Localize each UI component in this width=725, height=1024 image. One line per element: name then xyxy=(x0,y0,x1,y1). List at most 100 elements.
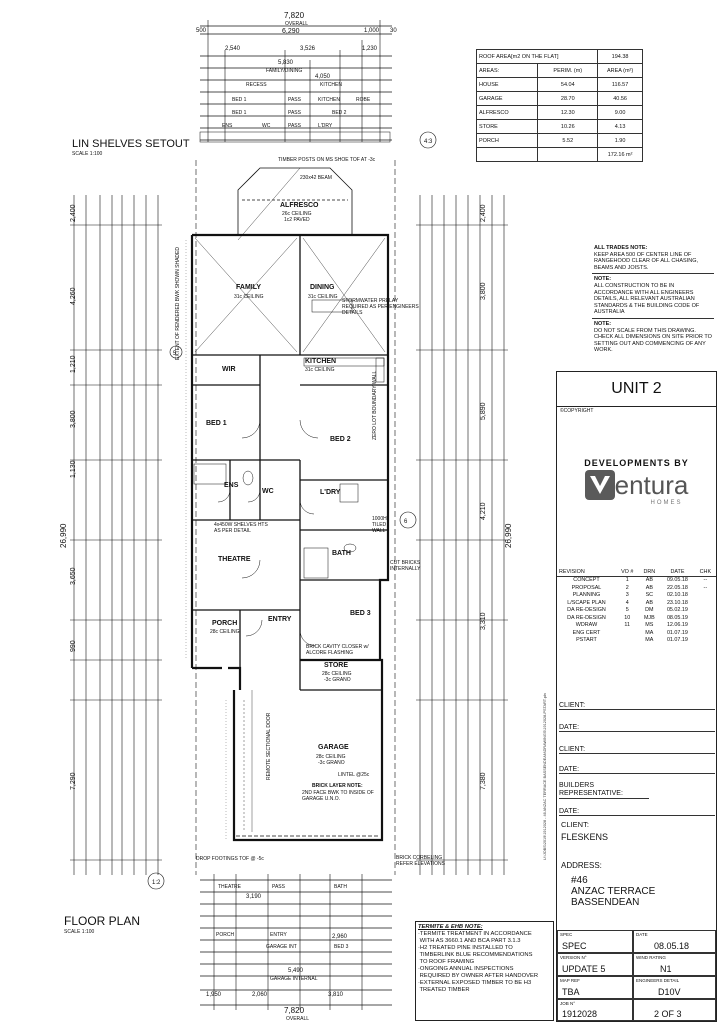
room-ens: ENS xyxy=(224,482,239,489)
revision-cell: AB xyxy=(645,599,653,606)
termite-note: TERMITE & EHB NOTE: ·TERMITE TREATMENT I… xyxy=(415,921,554,1021)
annotation-stormwater: STORMWATER PRELAY REQUIRED AS PER ENGINE… xyxy=(342,298,419,316)
room-alfresco-paved: 1c2 PAVED xyxy=(284,217,310,223)
top-pass-2: PASS xyxy=(288,110,301,116)
room-store-floor: -3c GRANO xyxy=(324,677,351,683)
revision-cell xyxy=(695,592,716,600)
annotation-timber-posts: TIMBER POSTS ON MS SHOE TOF AT -3c xyxy=(278,157,376,163)
revision-cell: WDRAW xyxy=(575,622,598,629)
top-bed1-2: BED 1 xyxy=(232,110,247,116)
top-bed2: BED 2 xyxy=(332,110,347,116)
revision-cell: -- xyxy=(703,584,708,591)
rev-header: DATE xyxy=(670,568,685,575)
area-value: 9.00 xyxy=(597,105,643,120)
revision-cell xyxy=(695,637,716,645)
right-dim-0: 2,400 xyxy=(480,204,487,222)
annotation-beam: 230x42 BEAM xyxy=(300,175,332,181)
client-label: CLIENT: xyxy=(559,702,586,709)
area-perim: 5.52 xyxy=(537,133,599,148)
area-name: PORCH xyxy=(475,133,539,148)
bottom-bath: BATH xyxy=(334,884,347,890)
address-line-2: ANZAC TERRACE xyxy=(571,886,656,897)
lin-shelves-scale: SCALE 1:100 xyxy=(72,151,103,157)
area-name: HOUSE xyxy=(475,77,539,92)
revision-cell: 4 xyxy=(625,599,629,606)
revision-cell xyxy=(616,637,639,645)
top-right-dim-a: 1,000 xyxy=(364,28,380,34)
top-ens: ENS xyxy=(222,123,233,129)
section-marker-b: 6 xyxy=(404,519,408,525)
annotation-shelves: 4x450W SHELVES HTS AS PER DETAIL xyxy=(214,522,268,534)
top-row3-dim: 4,050 xyxy=(315,74,331,80)
date-cell-label: DATE xyxy=(636,932,648,937)
room-store-ceiling: 28c CEILING xyxy=(322,671,352,677)
floor-plan-title: FLOOR PLAN xyxy=(64,914,141,928)
revision-cell: -- xyxy=(703,577,708,584)
room-entry: ENTRY xyxy=(268,616,292,623)
room-bed3: BED 3 xyxy=(350,610,371,617)
bottom-garage-int: GARAGE INT xyxy=(266,944,297,950)
area-perim: 28.70 xyxy=(537,91,599,106)
revision-cell: CONCEPT xyxy=(573,577,600,584)
annotation-cut-bricks: CUT BRICKS INTERNALLY xyxy=(390,560,421,572)
room-wir: WIR xyxy=(222,366,236,373)
right-dim-1: 3,800 xyxy=(480,282,487,300)
top-overall-label: OVERALL xyxy=(285,21,309,27)
room-porch: PORCH xyxy=(212,620,238,627)
title-block: UNIT 2 ©COPYRIGHT DEVELOPMENTS BY entura… xyxy=(556,371,717,1022)
left-dim-0: 2,400 xyxy=(70,204,77,222)
table-row: PORCH 5.52 1.90 xyxy=(475,133,643,148)
revision-cell: MS xyxy=(645,622,654,629)
floor-plan-scale: SCALE 1:100 xyxy=(64,929,95,935)
revision-cell: MJB xyxy=(643,614,655,621)
annotation-brick-cavity: BRICK CAVITY CLOSER w/ ALCORE FLASHING xyxy=(306,644,369,656)
room-garage: GARAGE xyxy=(318,744,349,751)
room-family-ceiling: 31c CEILING xyxy=(234,294,264,300)
termite-line: ·ONGOING ANNUAL INSPECTIONS xyxy=(418,966,514,972)
trades-note-text: KEEP AREA 500 OF CENTER LINE OF RANGEHOO… xyxy=(594,251,699,271)
rev-header: DRN xyxy=(643,568,656,575)
room-bed1: BED 1 xyxy=(206,420,227,427)
wind-label: WIND RATING xyxy=(636,955,666,960)
room-wc: WC xyxy=(262,488,274,495)
table-row: STORE 10.26 4.13 xyxy=(475,119,643,134)
bottom-garage-internal: GARAGE INTERNAL xyxy=(270,976,318,982)
bottom-pass: PASS xyxy=(272,884,285,890)
top-ldry: L'DRY xyxy=(318,123,333,129)
date-label: DATE: xyxy=(559,766,580,773)
room-alfresco-ceiling: 26c CEILING xyxy=(282,211,312,217)
room-kitchen-ceiling: 31c CEILING xyxy=(305,367,335,373)
top-row1-dim: 2,540 xyxy=(225,46,241,52)
bottom-dim-5: 2,060 xyxy=(252,992,268,998)
logo-top-text: DEVELOPMENTS BY xyxy=(584,458,689,468)
table-row: HOUSE 54.04 116.57 xyxy=(475,77,643,92)
area-name: GARAGE xyxy=(475,91,539,106)
termite-line: TO ROOF FRAMING xyxy=(418,959,475,965)
client-name-label: CLIENT: xyxy=(561,820,589,829)
room-dining: DINING xyxy=(310,284,335,291)
revision-cell: AB xyxy=(645,584,653,591)
room-store: STORE xyxy=(324,662,348,669)
bottom-dim-1: 3,190 xyxy=(246,894,262,900)
annotation-brick-layer-2: 2ND FACE BWK TO INSIDE OF GARAGE U.N.O. xyxy=(302,790,374,802)
date-field-2: DATE: xyxy=(559,766,715,774)
area-name: ALFRESCO xyxy=(475,105,539,120)
top-pass-3: PASS xyxy=(288,123,301,129)
top-wc: WC xyxy=(262,123,271,129)
revision-cell: ENG CERT xyxy=(572,629,601,636)
left-dim-4: 1,130 xyxy=(70,460,77,478)
annotation-zero-lot: ZERO LOT BOUNDARY WALL xyxy=(372,370,378,440)
revision-cell xyxy=(616,629,639,637)
address-line-3: BASSENDEAN xyxy=(571,897,640,908)
area-value: 1.90 xyxy=(597,133,643,148)
left-dim-1: 4,260 xyxy=(70,287,77,305)
wind-value: N1 xyxy=(660,964,672,974)
bottom-porch: PORCH xyxy=(216,932,235,938)
revision-cell: PROPOSAL xyxy=(571,584,602,591)
unit-title: UNIT 2 xyxy=(557,372,716,407)
